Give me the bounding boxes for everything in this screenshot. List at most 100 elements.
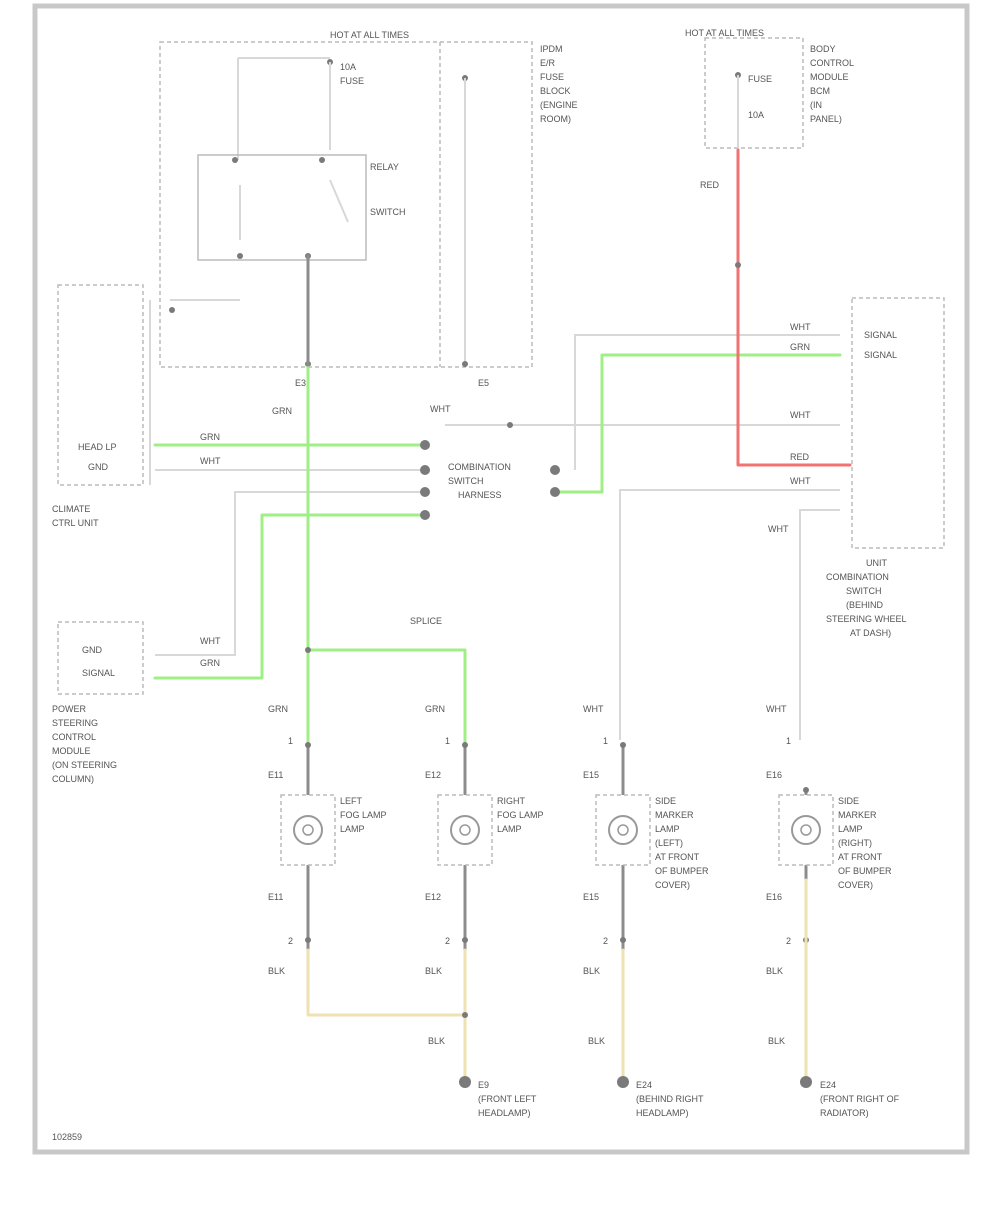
svg-text:COLUMN): COLUMN) [52, 774, 94, 784]
svg-text:E24: E24 [636, 1080, 652, 1090]
left-module-node [169, 307, 175, 313]
lamp-2-conn-top: E12 [425, 770, 441, 780]
lamp-3-pin-top-node [620, 742, 626, 748]
lamp-1-label-line: LAMP [340, 824, 365, 834]
svg-text:(ON STEERING: (ON STEERING [52, 760, 117, 770]
ground-2-icon [617, 1076, 629, 1088]
svg-text:(ENGINE: (ENGINE [540, 100, 578, 110]
red-splice [735, 262, 741, 268]
svg-text:CLIMATE: CLIMATE [52, 504, 90, 514]
lamp-2-bulb-icon [450, 815, 480, 845]
svg-text:STEERING: STEERING [52, 718, 98, 728]
lamp-4-label-line: MARKER [838, 810, 877, 820]
wire-label-wht-top: WHT [790, 322, 811, 332]
wire-wht-to-lamp3 [619, 489, 840, 740]
svg-text:(FRONT RIGHT OF: (FRONT RIGHT OF [820, 1094, 900, 1104]
right-module-pin-mid: SIGNAL [864, 350, 897, 360]
wire-green-combo [553, 353, 842, 494]
top-right-fuse-box [704, 37, 804, 149]
lamp-4-pin-bot: 2 [786, 936, 791, 946]
svg-text:CONTROL: CONTROL [52, 732, 96, 742]
ground-3-label: E24 (FRONT RIGHT OF RADIATOR) [820, 1080, 900, 1118]
red-wire-label: RED [700, 180, 720, 190]
svg-text:E24: E24 [820, 1080, 836, 1090]
left-module2-wire-top: WHT [200, 636, 221, 646]
top-right-fuse-num: 10A [748, 110, 764, 120]
lamp-3-label-line: COVER) [655, 880, 690, 890]
lamp-3-conn-top: E15 [583, 770, 599, 780]
lamp-2-conn-bot: E12 [425, 892, 441, 902]
lamp-1-label-line: LEFT [340, 796, 363, 806]
lamp-4-wire-bot: BLK [766, 966, 783, 976]
svg-text:(BEHIND: (BEHIND [846, 600, 884, 610]
ground-2-wire: BLK [588, 1036, 605, 1046]
lamp-4-bulb-icon [791, 815, 821, 845]
relay-box [197, 154, 367, 261]
lamp-4-conn-top: E16 [766, 770, 782, 780]
center-conn-pin-4 [420, 510, 430, 520]
lamp-4-label-line: LAMP [838, 824, 863, 834]
footer-id: 102859 [52, 1132, 82, 1142]
svg-text:HEADLAMP): HEADLAMP) [636, 1108, 689, 1118]
relay-pin-c [237, 253, 243, 259]
lamp-3-filament-icon [617, 824, 629, 836]
lamp-3-label-line: OF BUMPER [655, 866, 709, 876]
wire-green-steering [153, 513, 427, 680]
center-conn-label-3: HARNESS [458, 490, 502, 500]
svg-text:E/R: E/R [540, 58, 556, 68]
lamp-1-pin-bot-node [305, 937, 311, 943]
center-conn-pin-2 [420, 465, 430, 475]
ground-1-label: E9 (FRONT LEFT HEADLAMP) [478, 1080, 537, 1118]
top-right-title: HOT AT ALL TIMES [685, 28, 764, 38]
wire-label-grn-vertical: GRN [272, 406, 292, 416]
green-wire-group [153, 353, 842, 747]
lamp-1-wire-top: GRN [268, 704, 288, 714]
switch-label: SWITCH [370, 207, 406, 217]
fuse-block-box [159, 41, 533, 368]
lamp-4-label-line: (RIGHT) [838, 838, 872, 848]
fuse-label: 10A [340, 62, 356, 72]
lamp-1-label-line: FOG LAMP [340, 810, 387, 820]
relay-switch-contact [329, 179, 349, 223]
right-module-wire-b: GRN [790, 342, 810, 352]
left-module2-pin-bot: SIGNAL [82, 668, 115, 678]
right-module-wire-e: WHT [790, 476, 811, 486]
lamp-4-filament-icon [800, 824, 812, 836]
top-right-fuse-label: FUSE [748, 74, 772, 84]
lamp-3-conn-bot: E15 [583, 892, 599, 902]
left-module2-box [57, 621, 144, 695]
center-conn-pin-5 [550, 465, 560, 475]
wire-red [736, 148, 852, 467]
lamp-4-wire-top: WHT [766, 704, 787, 714]
lamp-2-pin-bot-node [462, 937, 468, 943]
lamp-3-label-line: (LEFT) [655, 838, 683, 848]
fuse-sub-label: FUSE [340, 76, 364, 86]
conn-e3-label: E3 [295, 378, 306, 388]
left-module-caption: CLIMATE CTRL UNIT [52, 504, 99, 528]
lamp-4-pin-top: 1 [786, 736, 791, 746]
lamp-2-label-line: LAMP [497, 824, 522, 834]
svg-text:ROOM): ROOM) [540, 114, 571, 124]
svg-text:E9: E9 [478, 1080, 489, 1090]
lamp-4-label-line: OF BUMPER [838, 866, 892, 876]
right-module-wire-c: WHT [790, 410, 811, 420]
lamp-1-pin-top-node [305, 742, 311, 748]
lamp-2-wire-bot: BLK [425, 966, 442, 976]
svg-text:COMBINATION: COMBINATION [826, 572, 889, 582]
wire-green-to-right-fog [306, 648, 467, 747]
ground-1-icon [459, 1076, 471, 1088]
fuse-block-title: HOT AT ALL TIMES [330, 30, 409, 40]
lamp-3-label-line: AT FRONT [655, 852, 700, 862]
svg-text:PANEL): PANEL) [810, 114, 842, 124]
lamp-4-label-line: SIDE [838, 796, 859, 806]
svg-text:CTRL UNIT: CTRL UNIT [52, 518, 99, 528]
lamp-2-pin-top: 1 [445, 736, 450, 746]
lamp-4-conn-bot: E16 [766, 892, 782, 902]
ground-2-label: E24 (BEHIND RIGHT HEADLAMP) [636, 1080, 704, 1118]
lamp-2-filament-icon [459, 824, 471, 836]
svg-text:MODULE: MODULE [810, 72, 849, 82]
ground-1-wire: BLK [428, 1036, 445, 1046]
